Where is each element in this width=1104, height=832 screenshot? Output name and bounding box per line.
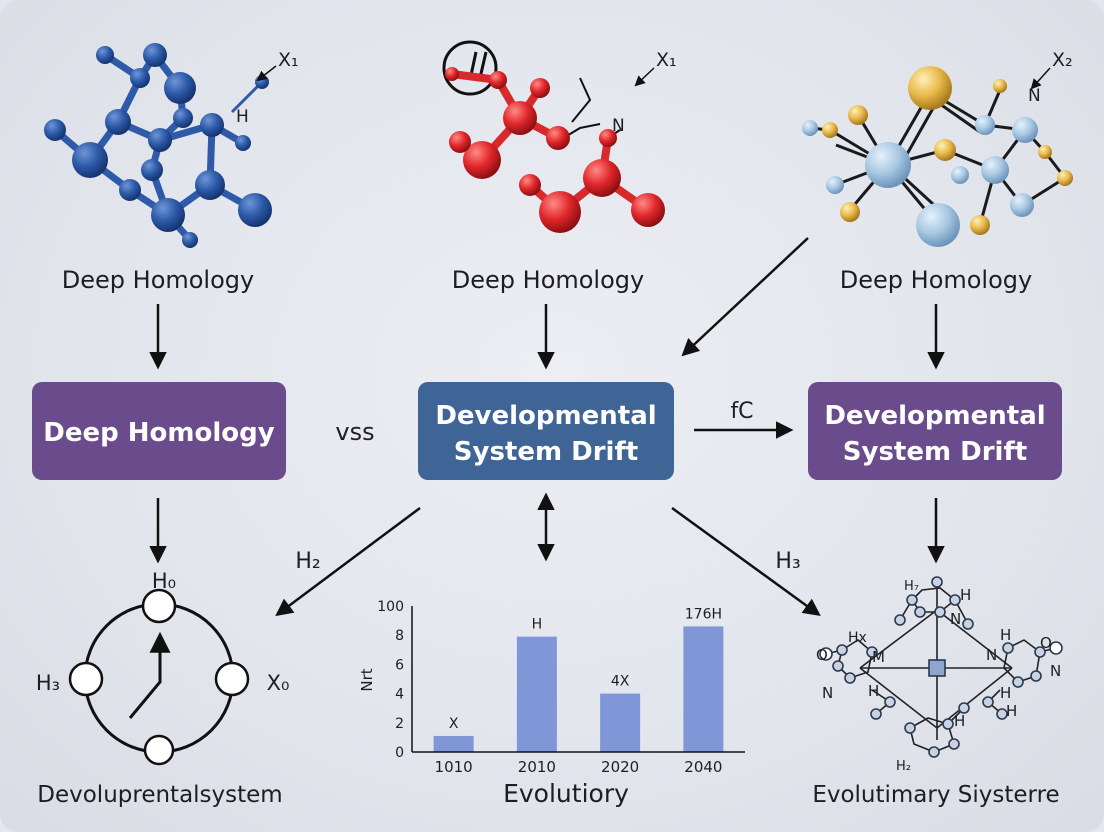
arrow-diagonal-to-center bbox=[681, 237, 809, 357]
chart-bar bbox=[516, 636, 557, 752]
red-molecule-pointer bbox=[634, 67, 655, 87]
bar-chart: 0 2 4 6 8 100 X H 4X 176H 1010 2010 2020 2040 bbox=[377, 599, 745, 776]
network-label-h3: H bbox=[868, 682, 879, 700]
network-label-h7: H₇ bbox=[904, 579, 919, 594]
network-caption: Evolutimary Siysterre bbox=[812, 782, 1059, 808]
network-label-h6: H bbox=[954, 712, 965, 730]
chart-bar bbox=[433, 735, 474, 752]
light-molecule-pointer bbox=[1030, 67, 1051, 90]
right-box-line2: System Drift bbox=[843, 437, 1027, 467]
chart-bar bbox=[683, 626, 724, 752]
light-molecule-substituent-label: X₂ bbox=[1052, 49, 1073, 71]
center-box-line2: System Drift bbox=[454, 437, 638, 467]
top-label-right: Deep Homology bbox=[840, 266, 1032, 294]
network-label-n3: N bbox=[986, 646, 997, 664]
fc-label: fC bbox=[730, 399, 753, 424]
chart-x-tick-label: 2010 bbox=[518, 758, 556, 776]
network-label-h1: H bbox=[960, 586, 971, 604]
network-label-hx: Hx bbox=[848, 630, 867, 646]
red-molecule-illustration bbox=[442, 40, 665, 233]
cycle-node-left bbox=[68, 661, 104, 697]
h3-label: H₃ bbox=[775, 549, 800, 574]
blue-molecule-illustration bbox=[44, 43, 272, 248]
network-label-o1: O bbox=[816, 646, 828, 664]
network-label-h5: H bbox=[1006, 702, 1017, 720]
light-molecule-illustration bbox=[802, 66, 1073, 247]
cycle-node-bottom bbox=[143, 734, 175, 766]
network-label-n4: N bbox=[1050, 662, 1061, 680]
network-label-h4: H bbox=[1000, 684, 1011, 702]
chart-y-tick-label: 100 bbox=[377, 599, 404, 615]
cycle-label-right: X₀ bbox=[267, 671, 290, 695]
cycle-node-top bbox=[141, 588, 177, 624]
cycle-caption: Devoluprentalsystem bbox=[37, 782, 282, 808]
chart-bar-label: 176H bbox=[685, 606, 722, 622]
network-label-h2-bottom: H₂ bbox=[896, 759, 911, 774]
chart-y-tick-label: 8 bbox=[395, 628, 404, 644]
red-molecule-atom-label: N bbox=[612, 116, 625, 136]
chart-y-tick-label: 4 bbox=[395, 687, 404, 703]
right-box-line1: Developmental bbox=[824, 401, 1045, 431]
network-label-m: M bbox=[872, 648, 885, 666]
network-label-h2: H bbox=[1000, 626, 1011, 644]
chart-x-tick-label: 2040 bbox=[684, 758, 722, 776]
chart-y-tick-label: 0 bbox=[395, 745, 404, 761]
chart-y-tick-label: 2 bbox=[395, 716, 404, 732]
network-label-n1: N bbox=[950, 610, 961, 628]
center-box-line1: Developmental bbox=[435, 401, 656, 431]
light-molecule-atom-label: N bbox=[1028, 86, 1041, 106]
cycle-label-left: H₃ bbox=[36, 671, 60, 695]
blue-molecule-atom-label: H bbox=[236, 107, 249, 127]
arrow-center-to-network bbox=[671, 506, 821, 617]
deep-homology-box bbox=[32, 382, 286, 480]
blue-molecule-substituent-label: X₁ bbox=[278, 49, 299, 71]
arrow-center-to-cycle bbox=[275, 506, 421, 617]
chart-y-axis-label: Nrt bbox=[358, 668, 376, 691]
network-label-o2: O bbox=[1040, 634, 1052, 652]
chart-bar-label: H bbox=[532, 617, 543, 633]
chart-bar-label: 4X bbox=[611, 674, 630, 690]
cycle-label-top: H₀ bbox=[152, 569, 176, 593]
developmental-system-drift-box-right bbox=[808, 382, 1062, 480]
chart-y-tick-label: 6 bbox=[395, 657, 404, 673]
chart-bar-label: X bbox=[449, 716, 459, 732]
chart-bar bbox=[600, 693, 641, 752]
network-label-n2: N bbox=[822, 684, 833, 702]
deep-homology-box-label: Deep Homology bbox=[43, 418, 274, 448]
chart-x-axis-title: Evolutiory bbox=[503, 779, 629, 808]
developmental-system-drift-box-center bbox=[418, 382, 674, 480]
red-molecule-substituent-label: X₁ bbox=[656, 49, 677, 71]
vs-label: vss bbox=[335, 418, 374, 446]
chart-x-tick-label: 1010 bbox=[435, 758, 473, 776]
network-diagram bbox=[819, 576, 1063, 758]
chart-x-tick-label: 2020 bbox=[601, 758, 639, 776]
cycle-diagram bbox=[68, 588, 250, 766]
cycle-node-right bbox=[214, 661, 250, 697]
top-label-center: Deep Homology bbox=[452, 266, 644, 294]
blue-molecule-pointer bbox=[256, 65, 277, 82]
h2-label: H₂ bbox=[295, 549, 320, 574]
top-label-left: Deep Homology bbox=[62, 266, 254, 294]
